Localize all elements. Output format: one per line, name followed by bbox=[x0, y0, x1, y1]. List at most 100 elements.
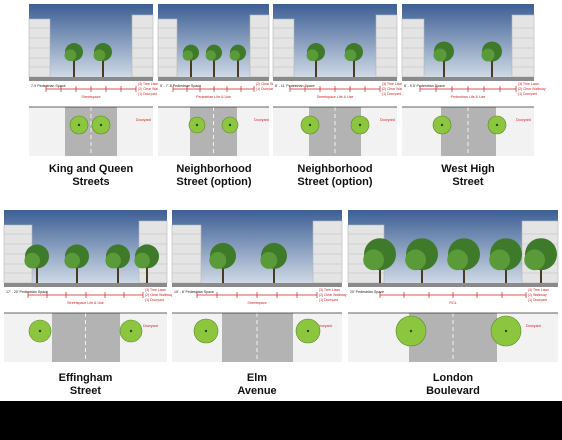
caption-line-1: Elm bbox=[246, 372, 268, 384]
pedestrian-space-note: 25' Pedestrian Space bbox=[350, 290, 384, 294]
plan-tree-trunk bbox=[129, 329, 133, 333]
caption-king-queen: King and Queen Streets bbox=[20, 163, 162, 189]
plan-tree-trunk bbox=[38, 329, 42, 333]
caption-effingham: Effingham Street bbox=[4, 372, 167, 398]
building-right bbox=[375, 14, 398, 78]
zone-label: (2) Clear Walkway bbox=[518, 87, 546, 91]
caption-line-2: Boulevard bbox=[426, 385, 480, 397]
zone-label: (1) Dooryard bbox=[382, 92, 401, 96]
plan-tree-trunk bbox=[99, 123, 103, 127]
tree-canopy bbox=[205, 50, 216, 61]
plan-tree-trunk bbox=[495, 123, 499, 127]
caption-line-1: West High bbox=[441, 163, 495, 175]
row-label: Streetspace Life & Use bbox=[67, 301, 104, 305]
roadway bbox=[52, 313, 120, 362]
tree-trunk bbox=[273, 263, 275, 283]
pedestrian-space-note: 8' - 9.5' Pedestrian Space bbox=[404, 84, 445, 88]
row-label: Streetspace bbox=[247, 301, 266, 305]
tree-canopy bbox=[524, 249, 545, 271]
zone-label: (1) Dooryard bbox=[518, 92, 537, 96]
tree-trunk bbox=[73, 57, 75, 77]
ground-line bbox=[29, 77, 153, 81]
tree-canopy bbox=[64, 49, 77, 62]
zone-label: (3) Tree Lawn bbox=[382, 82, 403, 86]
caption-line-2: Street bbox=[69, 385, 102, 397]
tree-trunk bbox=[379, 263, 381, 283]
caption-elm: Elm Avenue bbox=[172, 372, 342, 398]
tree-canopy bbox=[209, 251, 227, 269]
pedestrian-space-note: 10' - 8' Pedestrian Space bbox=[174, 290, 214, 294]
tree-trunk bbox=[190, 57, 192, 77]
zone-label: (2) Walkway bbox=[528, 293, 547, 297]
tree-trunk bbox=[421, 263, 423, 283]
caption-line-2: Street (option) bbox=[297, 176, 373, 188]
tree-trunk bbox=[505, 263, 507, 283]
zone-label: (1) Dooryard bbox=[319, 298, 338, 302]
row-label: ROL bbox=[449, 301, 456, 305]
caption-line-1: London bbox=[432, 372, 474, 384]
pedestrian-space-note: 7-9 Pedestrian Space bbox=[31, 84, 66, 88]
tree-canopy bbox=[433, 48, 447, 62]
pedestrian-space-note: 5' - 7'-8 Pedestrian Space bbox=[160, 84, 201, 88]
dooryard-label: Dooryard bbox=[143, 324, 158, 328]
zone-label: (3) Tree Lawn bbox=[145, 288, 166, 292]
tree-trunk bbox=[102, 57, 104, 77]
building-right bbox=[131, 14, 154, 78]
dooryard-label: Dooryard bbox=[254, 118, 269, 122]
caption-london: London Boulevard bbox=[348, 372, 558, 398]
ground-line bbox=[172, 283, 342, 287]
tree-trunk bbox=[36, 263, 38, 283]
zone-label: (3) Tree Lawn bbox=[518, 82, 539, 86]
dooryard-label: Dooryard bbox=[380, 118, 395, 122]
tree-trunk bbox=[222, 263, 224, 283]
caption-line-1: Neighborhood bbox=[297, 163, 373, 175]
zone-label: (1) Dooryard bbox=[145, 298, 164, 302]
tree-canopy bbox=[229, 50, 240, 61]
caption-line-2: Avenue bbox=[237, 385, 277, 397]
plan-tree-trunk bbox=[228, 123, 232, 127]
zone-label: (2) Clear Walkway bbox=[145, 293, 173, 297]
tree-canopy bbox=[306, 49, 319, 62]
plan-tree-trunk bbox=[306, 329, 310, 333]
tree-canopy bbox=[93, 49, 106, 62]
tree-trunk bbox=[213, 57, 215, 77]
zone-label: (1) Dooryard bbox=[138, 92, 157, 96]
plan-tree-trunk bbox=[204, 329, 208, 333]
caption-line-1: Neighborhood bbox=[176, 163, 252, 175]
caption-neighborhood-2: Neighborhood Street (option) bbox=[274, 163, 396, 189]
ground-line bbox=[348, 283, 558, 287]
building-right bbox=[312, 220, 343, 284]
ground-line bbox=[273, 77, 397, 81]
zone-label: (3) Tree Lawn / Parking bbox=[138, 82, 173, 86]
zone-label: (3) Tree Lawn bbox=[319, 288, 340, 292]
ground-line bbox=[158, 77, 269, 81]
tree-trunk bbox=[353, 57, 355, 77]
tree-trunk bbox=[76, 263, 78, 283]
plan-tree-trunk bbox=[504, 329, 508, 333]
caption-line-1: King and Queen bbox=[48, 163, 134, 175]
plan-tree-trunk bbox=[440, 123, 444, 127]
ground-line bbox=[402, 77, 534, 81]
plan-tree-trunk bbox=[195, 123, 199, 127]
footer-bar bbox=[0, 401, 562, 440]
tree-canopy bbox=[134, 252, 150, 269]
plan-tree-trunk bbox=[409, 329, 413, 333]
zone-label: (1) Dooryard bbox=[528, 298, 547, 302]
tree-canopy bbox=[105, 252, 121, 269]
zone-label: (2) Clear Walkway bbox=[138, 87, 166, 91]
tree-canopy bbox=[489, 249, 510, 271]
dooryard-label: Dooryard bbox=[516, 118, 531, 122]
tree-trunk bbox=[491, 57, 493, 77]
zone-label: (3) Tree Lawn bbox=[528, 288, 549, 292]
